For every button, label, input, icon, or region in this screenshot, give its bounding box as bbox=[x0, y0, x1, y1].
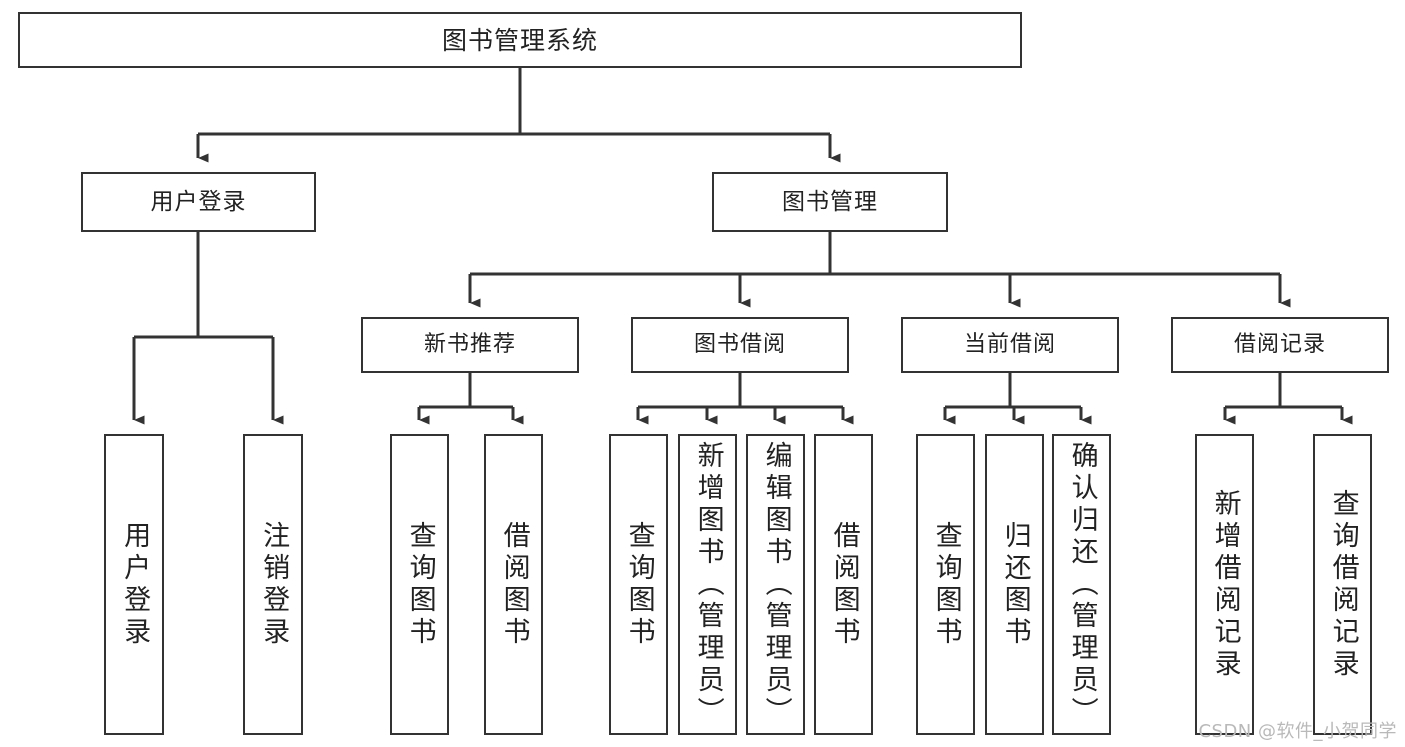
node-user-login-label: 用户登录 bbox=[150, 188, 247, 215]
node-book-borrow[interactable]: 图书借阅 bbox=[631, 317, 849, 373]
node-query-book-borrow-label: 查询图书 bbox=[623, 520, 655, 649]
node-user-login[interactable]: 用户登录 bbox=[81, 172, 316, 232]
node-query-book-recommend-label: 查询图书 bbox=[404, 520, 436, 649]
node-return-book[interactable]: 归还图书 bbox=[985, 434, 1044, 735]
node-query-book-current[interactable]: 查询图书 bbox=[916, 434, 975, 735]
node-add-book-admin[interactable]: 新增图书（管理员） bbox=[678, 434, 737, 735]
node-query-book-current-label: 查询图书 bbox=[930, 520, 962, 649]
node-new-book-recommend[interactable]: 新书推荐 bbox=[361, 317, 579, 373]
node-current-borrow-label: 当前借阅 bbox=[963, 332, 1056, 357]
node-book-management[interactable]: 图书管理 bbox=[712, 172, 948, 232]
node-root-label: 图书管理系统 bbox=[441, 25, 598, 55]
node-return-book-label: 归还图书 bbox=[999, 520, 1031, 649]
node-logout-action[interactable]: 注销登录 bbox=[243, 434, 303, 735]
node-borrow-book-recommend-label: 借阅图书 bbox=[498, 520, 530, 649]
node-borrow-book-action-label: 借阅图书 bbox=[828, 520, 860, 649]
node-user-login-action[interactable]: 用户登录 bbox=[104, 434, 164, 735]
node-query-borrow-record-label: 查询借阅记录 bbox=[1327, 488, 1359, 681]
node-confirm-return-admin[interactable]: 确认归还（管理员） bbox=[1052, 434, 1111, 735]
node-user-login-action-label: 用户登录 bbox=[119, 520, 151, 649]
node-query-borrow-record[interactable]: 查询借阅记录 bbox=[1313, 434, 1372, 735]
node-edit-book-admin-label: 编辑图书（管理员） bbox=[760, 440, 792, 729]
node-new-book-recommend-label: 新书推荐 bbox=[423, 332, 516, 357]
node-confirm-return-admin-label: 确认归还（管理员） bbox=[1066, 440, 1098, 729]
node-borrow-book-action[interactable]: 借阅图书 bbox=[814, 434, 873, 735]
node-borrow-record[interactable]: 借阅记录 bbox=[1171, 317, 1389, 373]
node-book-management-label: 图书管理 bbox=[782, 188, 878, 215]
node-add-book-admin-label: 新增图书（管理员） bbox=[692, 440, 724, 729]
node-add-borrow-record-label: 新增借阅记录 bbox=[1209, 488, 1241, 681]
node-borrow-book-recommend[interactable]: 借阅图书 bbox=[484, 434, 543, 735]
node-query-book-recommend[interactable]: 查询图书 bbox=[390, 434, 449, 735]
node-book-borrow-label: 图书借阅 bbox=[693, 332, 786, 357]
node-add-borrow-record[interactable]: 新增借阅记录 bbox=[1195, 434, 1254, 735]
node-borrow-record-label: 借阅记录 bbox=[1233, 332, 1326, 357]
node-query-book-borrow[interactable]: 查询图书 bbox=[609, 434, 668, 735]
node-root-system[interactable]: 图书管理系统 bbox=[18, 12, 1022, 68]
node-current-borrow[interactable]: 当前借阅 bbox=[901, 317, 1119, 373]
node-logout-action-label: 注销登录 bbox=[258, 520, 290, 649]
node-edit-book-admin[interactable]: 编辑图书（管理员） bbox=[746, 434, 805, 735]
